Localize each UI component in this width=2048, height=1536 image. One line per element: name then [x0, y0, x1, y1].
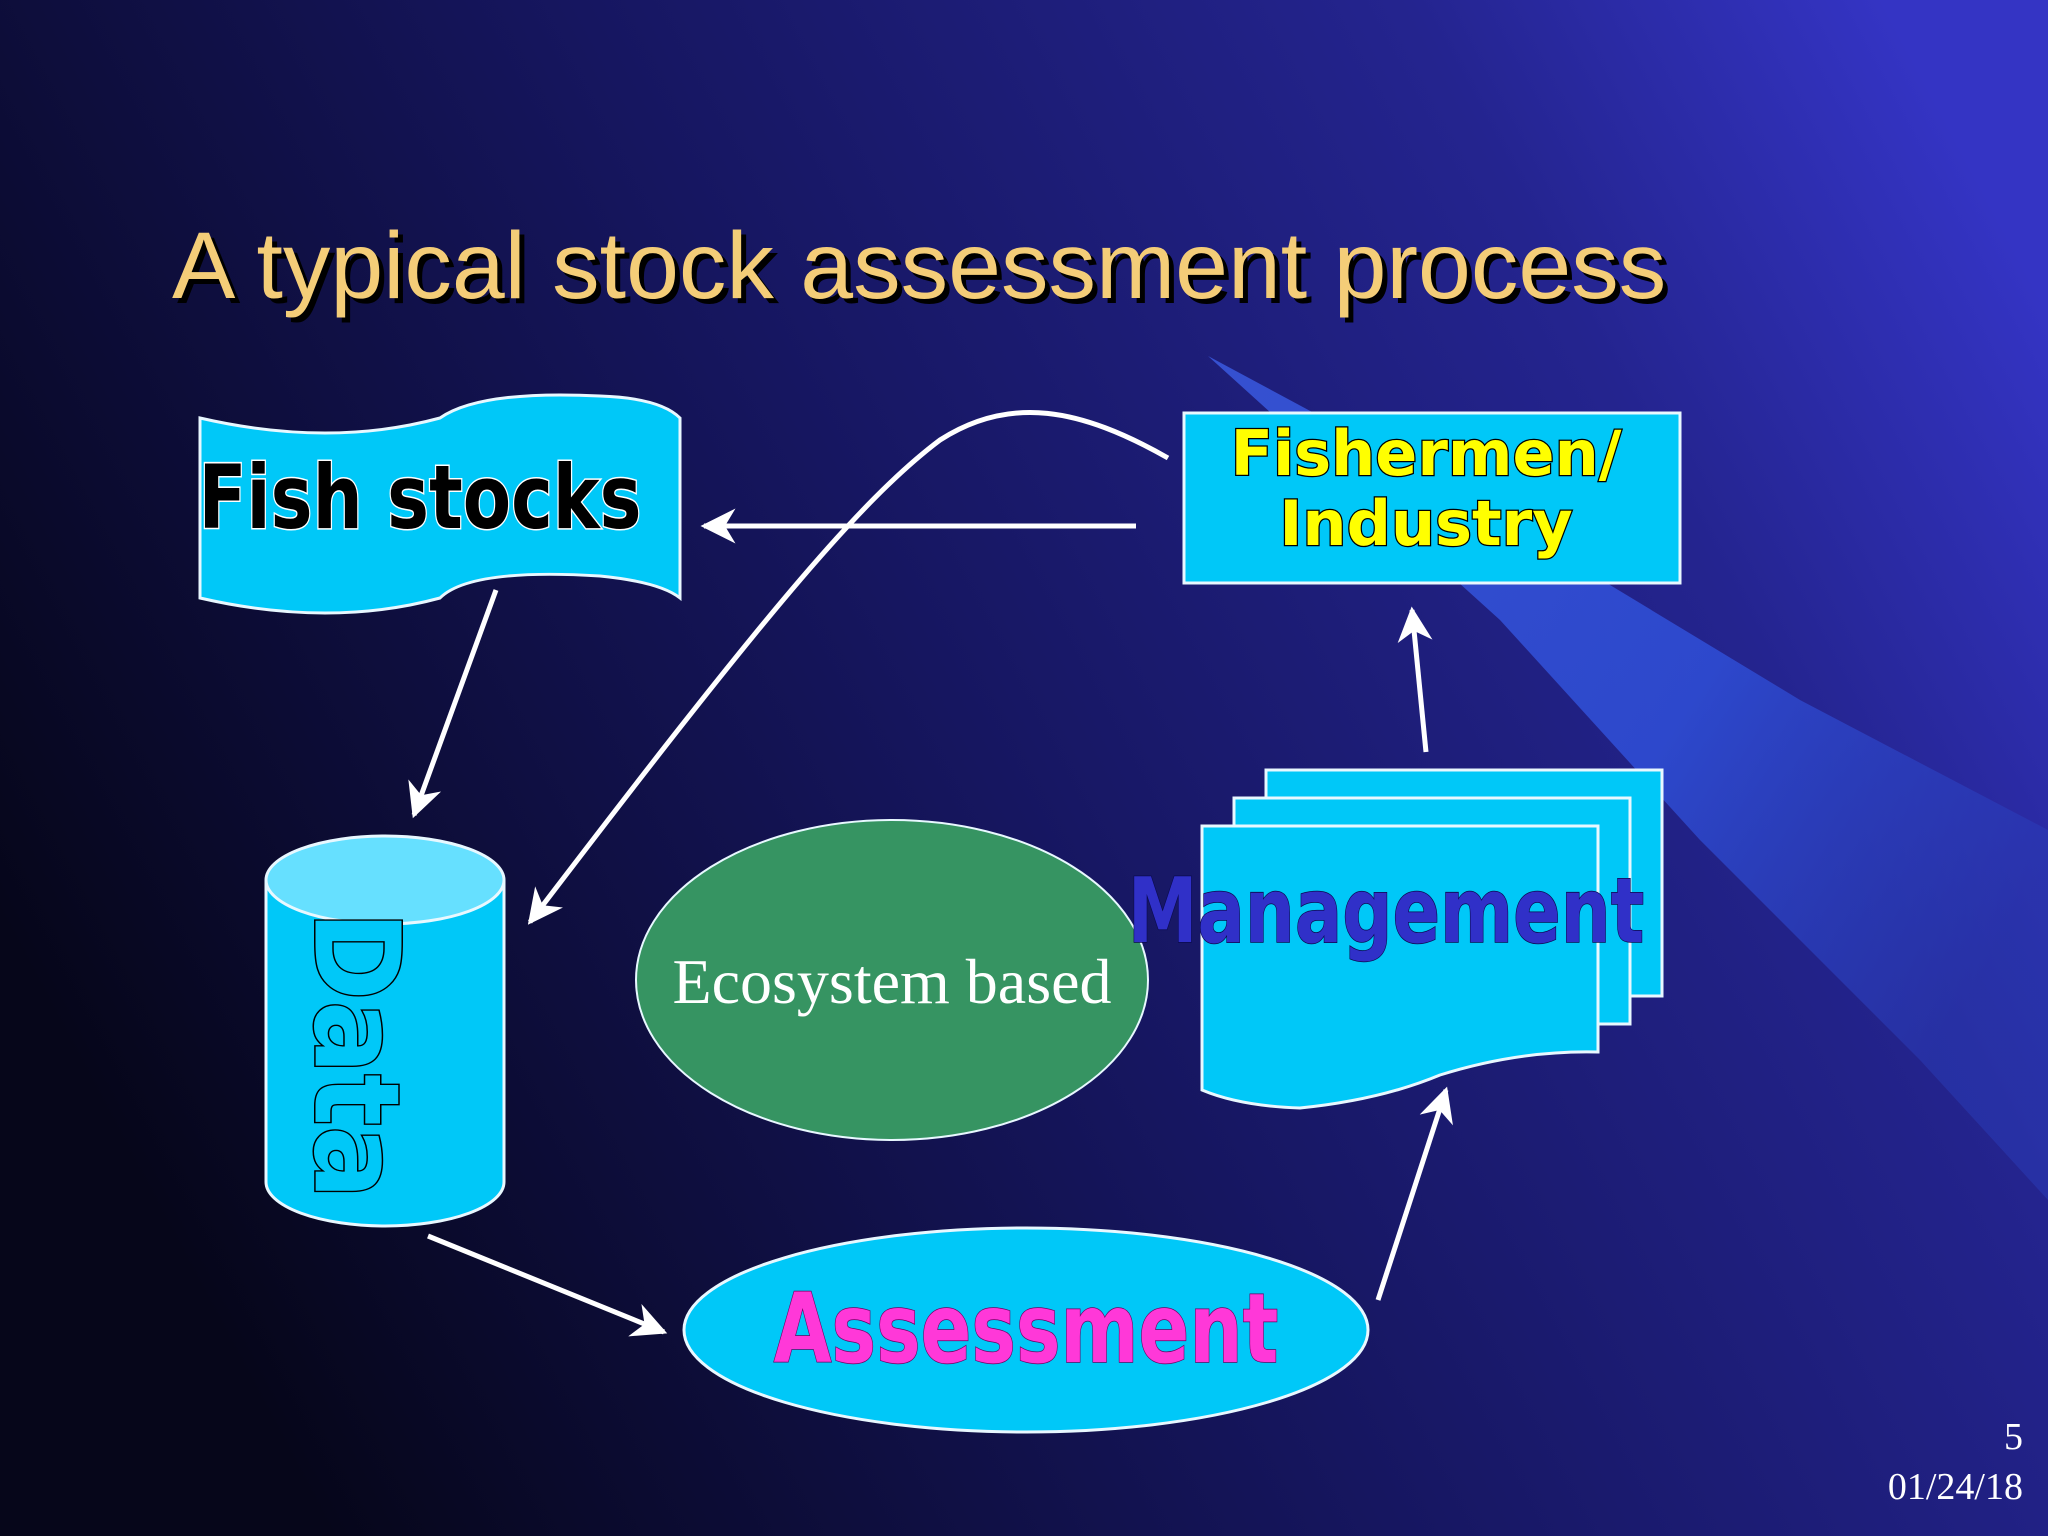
- slide-title: A typical stock assessment process: [172, 213, 1667, 319]
- management-node: Management: [1127, 768, 1664, 1110]
- slide-date: 01/24/18: [1887, 1466, 2023, 1508]
- data-node: Data: [264, 834, 506, 1228]
- data-label: Data: [287, 911, 424, 1199]
- arrow-data-to-assessment: [427, 1233, 668, 1337]
- ecosystem-label: Ecosystem based: [673, 946, 1112, 1017]
- industry-label: Industry: [1279, 487, 1572, 560]
- fish-stocks-label: Fish stocks: [198, 446, 641, 549]
- arrow-management-to-fishermen: [1397, 606, 1433, 753]
- arrow-fish-stocks-to-data: [408, 589, 499, 819]
- fishermen-label: Fishermen/: [1231, 417, 1622, 490]
- management-label: Management: [1128, 859, 1645, 964]
- arrow-fishermen-to-data: [527, 409, 1170, 925]
- ecosystem-node: Ecosystem based: [635, 819, 1149, 1141]
- arrow-assessment-to-management: [1375, 1086, 1453, 1301]
- fishermen-industry-node: Fishermen/ Industry: [1182, 411, 1682, 585]
- page-number: 5: [2004, 1416, 2023, 1458]
- assessment-label: Assessment: [774, 1274, 1279, 1386]
- assessment-node: Assessment: [682, 1226, 1370, 1434]
- fish-stocks-node: Fish stocks: [197, 393, 682, 615]
